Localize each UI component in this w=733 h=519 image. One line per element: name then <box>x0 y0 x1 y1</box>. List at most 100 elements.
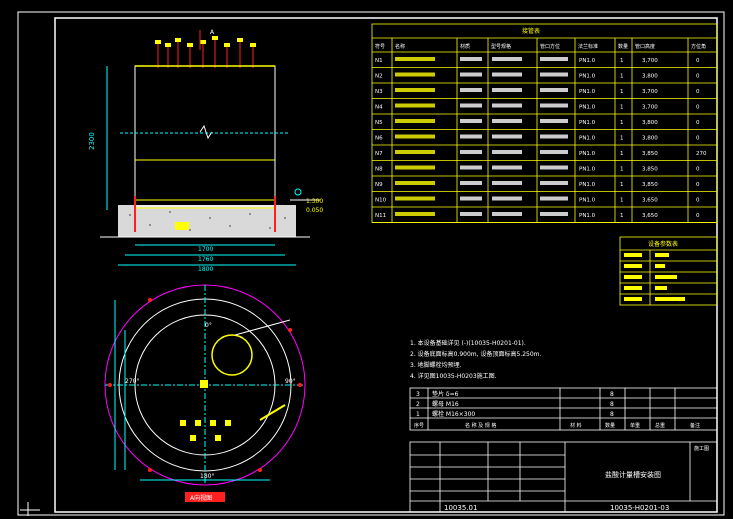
nozzle-cell-text <box>540 119 568 123</box>
foundation-speckle <box>129 211 286 231</box>
nozzle-spec: PN1.0 <box>579 120 596 126</box>
part-name-3: 垫片 δ=6 <box>432 390 459 398</box>
nozzle-angle: 0 <box>696 136 700 142</box>
nozzle-cell-text <box>540 150 568 154</box>
nozzle-height: 3,700 <box>642 105 658 111</box>
design-table-title: 设备参数表 <box>648 240 678 248</box>
nozzle-spec: PN1.0 <box>579 151 596 157</box>
nozzle-table-title: 接管表 <box>522 27 540 35</box>
nozzle-flanges <box>155 36 256 47</box>
nozzle-angle: 0 <box>696 58 700 64</box>
drain-marker <box>175 222 189 230</box>
nozzle-mark: N6 <box>375 136 383 142</box>
nozzle-qty: 1 <box>620 213 624 219</box>
parts-list-grid <box>409 387 718 431</box>
angle-label-180: 180° <box>200 473 214 480</box>
nozzle-angle: 0 <box>696 105 700 111</box>
level-text-top: 1.300 <box>306 198 323 205</box>
nozzle-cell-text <box>540 88 568 92</box>
project-number: 10035.01 <box>444 504 477 512</box>
nozzle-mark: N9 <box>375 182 383 188</box>
title-block-grid <box>409 441 718 513</box>
parts-head-totalwt: 总重 <box>655 422 665 429</box>
nozzle-cell-text <box>395 119 435 123</box>
angle-label-270: 270° <box>125 378 139 385</box>
elevation-view: A 2300 1700 1760 1800 1 <box>88 29 323 273</box>
detail-callout <box>294 188 302 196</box>
nozzle-cell-text <box>492 134 522 139</box>
nozzle-qty: 1 <box>620 167 624 173</box>
nozzle-mark: N1 <box>375 58 383 64</box>
break-symbol <box>199 124 213 140</box>
nozzle-cell-text <box>460 134 482 139</box>
height-dim-text: 2300 <box>88 132 96 150</box>
nozzle-mark: N10 <box>375 198 387 204</box>
drawing-title: 盐酸计量槽安装图 <box>605 470 661 479</box>
nozzle-cell-text <box>460 88 482 92</box>
part-name-2: 螺母 M16 <box>432 400 459 408</box>
nozzle-cell-text <box>395 57 435 61</box>
nozzle-angle: 0 <box>696 213 700 219</box>
nozzle-header-3: 型号规格 <box>491 43 511 50</box>
ladder <box>259 404 286 421</box>
nozzle-height: 3,850 <box>642 167 658 173</box>
nozzle-cell-text <box>540 196 568 201</box>
parts-head-no: 序号 <box>414 422 424 429</box>
nozzle-mark: N4 <box>375 105 383 111</box>
nozzle-header-6: 数量 <box>618 43 628 50</box>
dia-label-1: 1700 <box>198 246 213 253</box>
nozzle-cell-text <box>492 103 522 108</box>
nozzle-cell-text <box>395 72 435 77</box>
nozzle-header-4: 管口方位 <box>540 43 560 50</box>
dia-label-3: 1800 <box>198 266 213 273</box>
part-name-1: 螺栓 M16×300 <box>432 410 475 418</box>
part-qty-1: 8 <box>610 411 614 418</box>
parts-head-material: 材 料 <box>570 422 582 429</box>
nozzle-cell-text <box>395 196 435 201</box>
manhole-leader <box>234 319 291 336</box>
nozzle-cell-text <box>492 181 522 185</box>
design-table-grid <box>619 236 718 306</box>
nozzle-mark: N7 <box>375 151 383 157</box>
angle-label-0: 0° <box>205 322 212 329</box>
nozzle-table-grid <box>371 23 718 223</box>
nozzle-cell-text <box>492 196 522 201</box>
angle-label-90: 90° <box>285 378 296 385</box>
top-nozzles <box>157 38 254 68</box>
nozzle-cell-text <box>460 72 482 77</box>
nozzle-qty: 1 <box>620 58 624 64</box>
notes-block: 1. 本设备基础详见 (-)(10035-H0201-01). 2. 设备底面标… <box>410 339 541 380</box>
nozzle-spec: PN1.0 <box>579 58 596 64</box>
plan-dims <box>114 300 270 481</box>
nozzle-cell-text <box>492 165 522 170</box>
nozzle-qty: 1 <box>620 198 624 204</box>
nozzle-cell-text <box>395 103 435 108</box>
level-text-bot: 0.050 <box>306 207 323 214</box>
nozzle-cell-text <box>460 165 482 170</box>
nozzle-cell-text <box>460 119 482 123</box>
nozzle-header-1: 名称 <box>395 43 405 50</box>
nozzle-cell-text <box>540 57 568 61</box>
dia-label-2: 1760 <box>198 256 213 263</box>
note-2: 2. 设备底面标高0.900m, 设备顶面标高5.250m. <box>410 350 541 358</box>
nozzle-cell-text <box>395 88 435 92</box>
nozzle-qty: 1 <box>620 120 624 126</box>
nozzle-spec: PN1.0 <box>579 89 596 95</box>
nozzle-header-0: 符号 <box>375 43 385 50</box>
nozzle-angle: 0 <box>696 182 700 188</box>
nozzle-mark: N8 <box>375 167 383 173</box>
nozzle-angle: 270 <box>696 151 707 157</box>
nozzle-qty: 1 <box>620 136 624 142</box>
nozzle-cell-text <box>492 72 522 77</box>
plan-view-label: A向视图 <box>190 494 212 502</box>
nozzle-height: 3,700 <box>642 58 658 64</box>
nozzle-cell-text <box>460 150 482 154</box>
part-no-1: 1 <box>416 411 420 418</box>
note-1: 1. 本设备基础详见 (-)(10035-H0201-01). <box>410 339 526 347</box>
nozzle-qty: 1 <box>620 105 624 111</box>
drawing-number: 10035-H0201-03 <box>610 504 669 512</box>
nozzle-cell-text <box>492 88 522 92</box>
note-4: 4. 详见图10035-H0203施工图. <box>410 372 497 380</box>
